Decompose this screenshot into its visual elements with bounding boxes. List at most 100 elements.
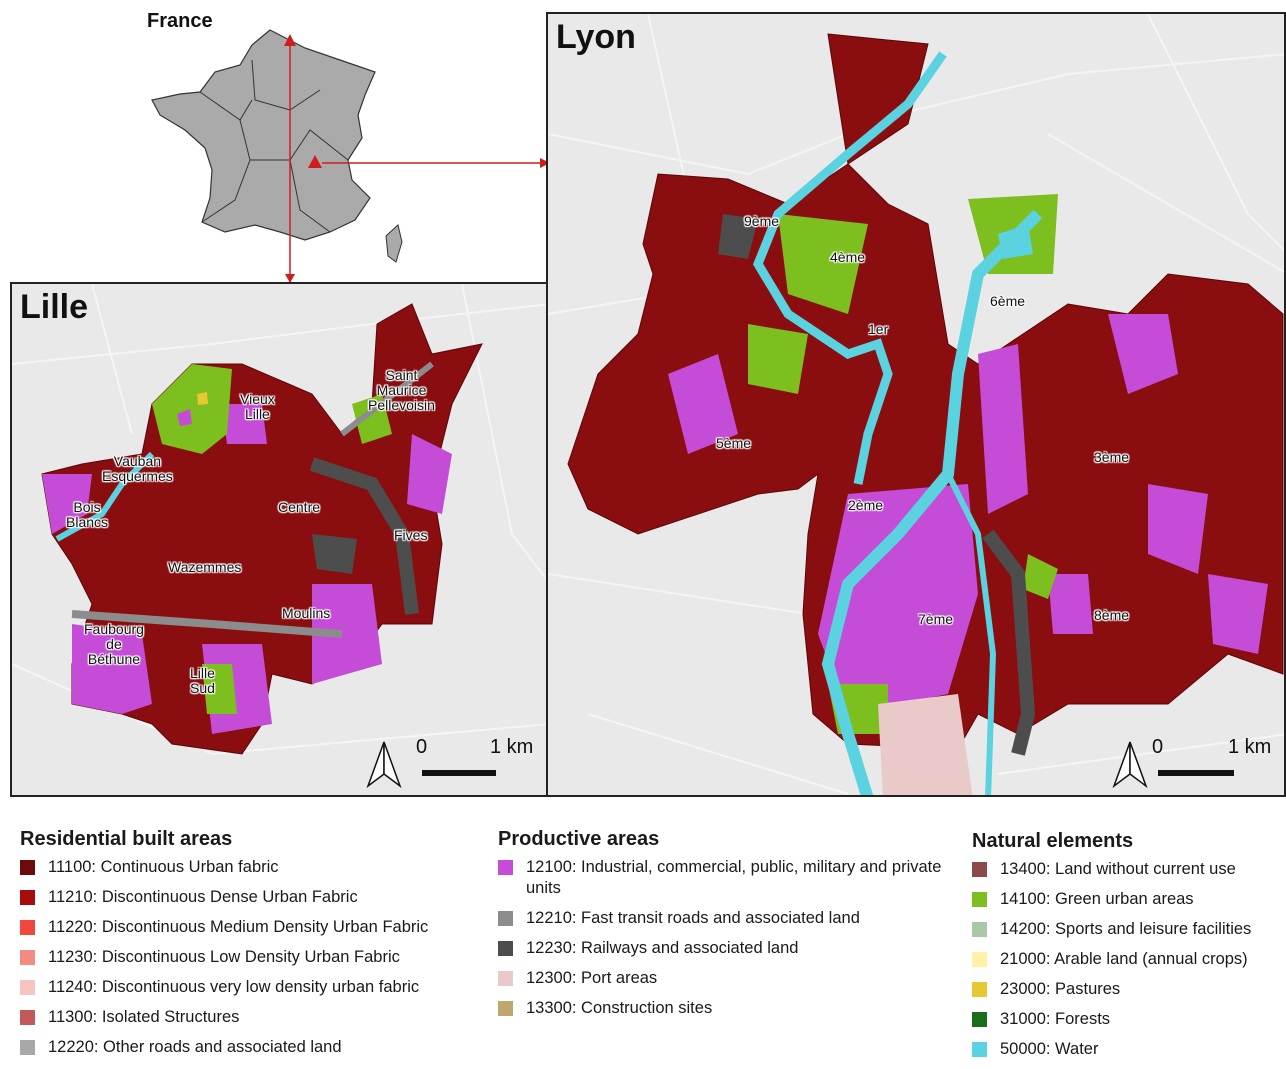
legend-label: 11210: Discontinuous Dense Urban Fabric xyxy=(48,888,358,906)
district-label: Fives xyxy=(394,527,428,543)
district-label: 7ème xyxy=(918,611,954,627)
lyon-map-panel: Lyon 9ème 4ème 6ème 1er 5ème 3ème 2ème 7… xyxy=(546,12,1286,797)
north-arrow-icon xyxy=(366,741,402,789)
legend-item: 11240: Discontinuous very low density ur… xyxy=(20,977,490,998)
legend-item: 11230: Discontinuous Low Density Urban F… xyxy=(20,947,490,968)
legend-item: 13400: Land without current use xyxy=(972,859,1284,880)
legend-label: 11220: Discontinuous Medium Density Urba… xyxy=(48,918,429,936)
district-label: Lille Sud xyxy=(190,665,215,696)
legend-item: 11210: Discontinuous Dense Urban Fabric xyxy=(20,887,490,908)
legend-swatch xyxy=(20,1040,35,1055)
legend-swatch xyxy=(20,980,35,995)
legend-swatch xyxy=(972,862,987,877)
legend-label: 13400: Land without current use xyxy=(1000,860,1236,878)
legend-label: 23000: Pastures xyxy=(1000,980,1121,998)
district-label: 4ème xyxy=(830,249,866,265)
legend-swatch xyxy=(20,1010,35,1025)
lille-map-panel: Lille Vieux Lille Saint Maurice Pellevoi… xyxy=(10,282,548,797)
france-label: France xyxy=(147,10,213,32)
district-label: Wazemmes xyxy=(168,559,242,575)
france-map xyxy=(151,29,550,283)
district-label: Centre xyxy=(278,499,321,515)
legend-label: 12230: Railways and associated land xyxy=(526,939,799,957)
legend-swatch xyxy=(20,890,35,905)
corsica xyxy=(385,224,403,263)
legend-swatch xyxy=(972,1042,987,1057)
district-label: 2ème xyxy=(848,497,884,513)
lyon-urban-area xyxy=(567,33,1284,750)
legend-label: 11230: Discontinuous Low Density Urban F… xyxy=(48,948,400,966)
lille-title: Lille xyxy=(20,288,89,326)
legend-swatch xyxy=(972,892,987,907)
lyon-title: Lyon xyxy=(556,18,636,56)
legend-label: 12100: Industrial, commercial, public, m… xyxy=(526,858,942,897)
lyon-map xyxy=(548,14,1284,795)
legend-title: Natural elements xyxy=(972,830,1134,852)
legend-item: 21000: Arable land (annual crops) xyxy=(972,949,1284,970)
legend-label: 11100: Continuous Urban fabric xyxy=(48,858,279,876)
deule-canal xyxy=(55,451,155,542)
legend-label: 31000: Forests xyxy=(1000,1010,1111,1028)
legend-label: 14200: Sports and leisure facilities xyxy=(1000,920,1252,938)
scale-one: 1 km xyxy=(1228,736,1272,758)
legend-title: Residential built areas xyxy=(20,828,233,850)
legend-label: 11240: Discontinuous very low density ur… xyxy=(48,978,420,996)
legend-productive: Productive areas 12100: Industrial, comm… xyxy=(498,828,948,1028)
legend-item: 11100: Continuous Urban fabric xyxy=(20,857,490,878)
legend-item: 11220: Discontinuous Medium Density Urba… xyxy=(20,917,490,938)
legend-natural: Natural elements 13400: Land without cur… xyxy=(972,830,1284,1069)
legend-swatch xyxy=(972,982,987,997)
legend-residential: Residential built areas 11100: Continuou… xyxy=(20,828,490,1067)
legend-item: 50000: Water xyxy=(972,1039,1284,1060)
legend-swatch xyxy=(498,1001,513,1016)
lille-map xyxy=(12,284,546,756)
district-label: 9ème xyxy=(744,213,780,229)
scale-one: 1 km xyxy=(490,736,534,758)
legend-item: 12100: Industrial, commercial, public, m… xyxy=(498,857,948,899)
district-label: Vauban Esquermes xyxy=(102,453,173,484)
legend-item: 31000: Forests xyxy=(972,1009,1284,1030)
legend-swatch xyxy=(498,860,513,875)
scale-zero: 0 xyxy=(416,736,428,758)
rhone-river xyxy=(821,209,1043,795)
legend-swatch xyxy=(972,952,987,967)
district-label: 8ème xyxy=(1094,607,1130,623)
legend-label: 12220: Other roads and associated land xyxy=(48,1038,342,1056)
legend-list: 13400: Land without current use 14100: Gr… xyxy=(972,859,1284,1060)
district-label: Vieux Lille xyxy=(240,391,275,422)
lille-marker-icon xyxy=(284,34,296,46)
france-outline xyxy=(151,29,376,241)
legend-label: 50000: Water xyxy=(1000,1040,1099,1058)
district-label: Saint Maurice Pellevoisin xyxy=(368,367,435,413)
district-label: Faubourg de Béthune xyxy=(84,621,144,667)
legend-item: 11300: Isolated Structures xyxy=(20,1007,490,1028)
legend-item: 13300: Construction sites xyxy=(498,998,948,1019)
legend-label: 12300: Port areas xyxy=(526,969,658,987)
district-label: 6ème xyxy=(990,293,1026,309)
scale-bar xyxy=(422,770,496,776)
legend-item: 12300: Port areas xyxy=(498,968,948,989)
port-area xyxy=(878,694,973,795)
legend-swatch xyxy=(498,941,513,956)
legend-label: 21000: Arable land (annual crops) xyxy=(1000,950,1248,968)
legend-list: 12100: Industrial, commercial, public, m… xyxy=(498,857,948,1019)
legend-item: 12230: Railways and associated land xyxy=(498,938,948,959)
legend-item: 12210: Fast transit roads and associated… xyxy=(498,908,948,929)
scale-bar xyxy=(1158,770,1234,776)
legend-label: 13300: Construction sites xyxy=(526,999,713,1017)
legend-swatch xyxy=(498,911,513,926)
legend-label: 11300: Isolated Structures xyxy=(48,1008,240,1026)
district-label: Bois Blancs xyxy=(66,499,109,530)
legend-swatch xyxy=(498,971,513,986)
legend-item: 23000: Pastures xyxy=(972,979,1284,1000)
district-label: 1er xyxy=(868,321,889,337)
scale-zero: 0 xyxy=(1152,736,1164,758)
legend-swatch xyxy=(972,922,987,937)
district-label: Moulins xyxy=(282,605,331,621)
legend-list: 11100: Continuous Urban fabric 11210: Dis… xyxy=(20,857,490,1058)
legend-swatch xyxy=(20,950,35,965)
legend-label: 12210: Fast transit roads and associated… xyxy=(526,909,860,927)
legend-item: 14100: Green urban areas xyxy=(972,889,1284,910)
legend-swatch xyxy=(972,1012,987,1027)
legend-item: 14200: Sports and leisure facilities xyxy=(972,919,1284,940)
